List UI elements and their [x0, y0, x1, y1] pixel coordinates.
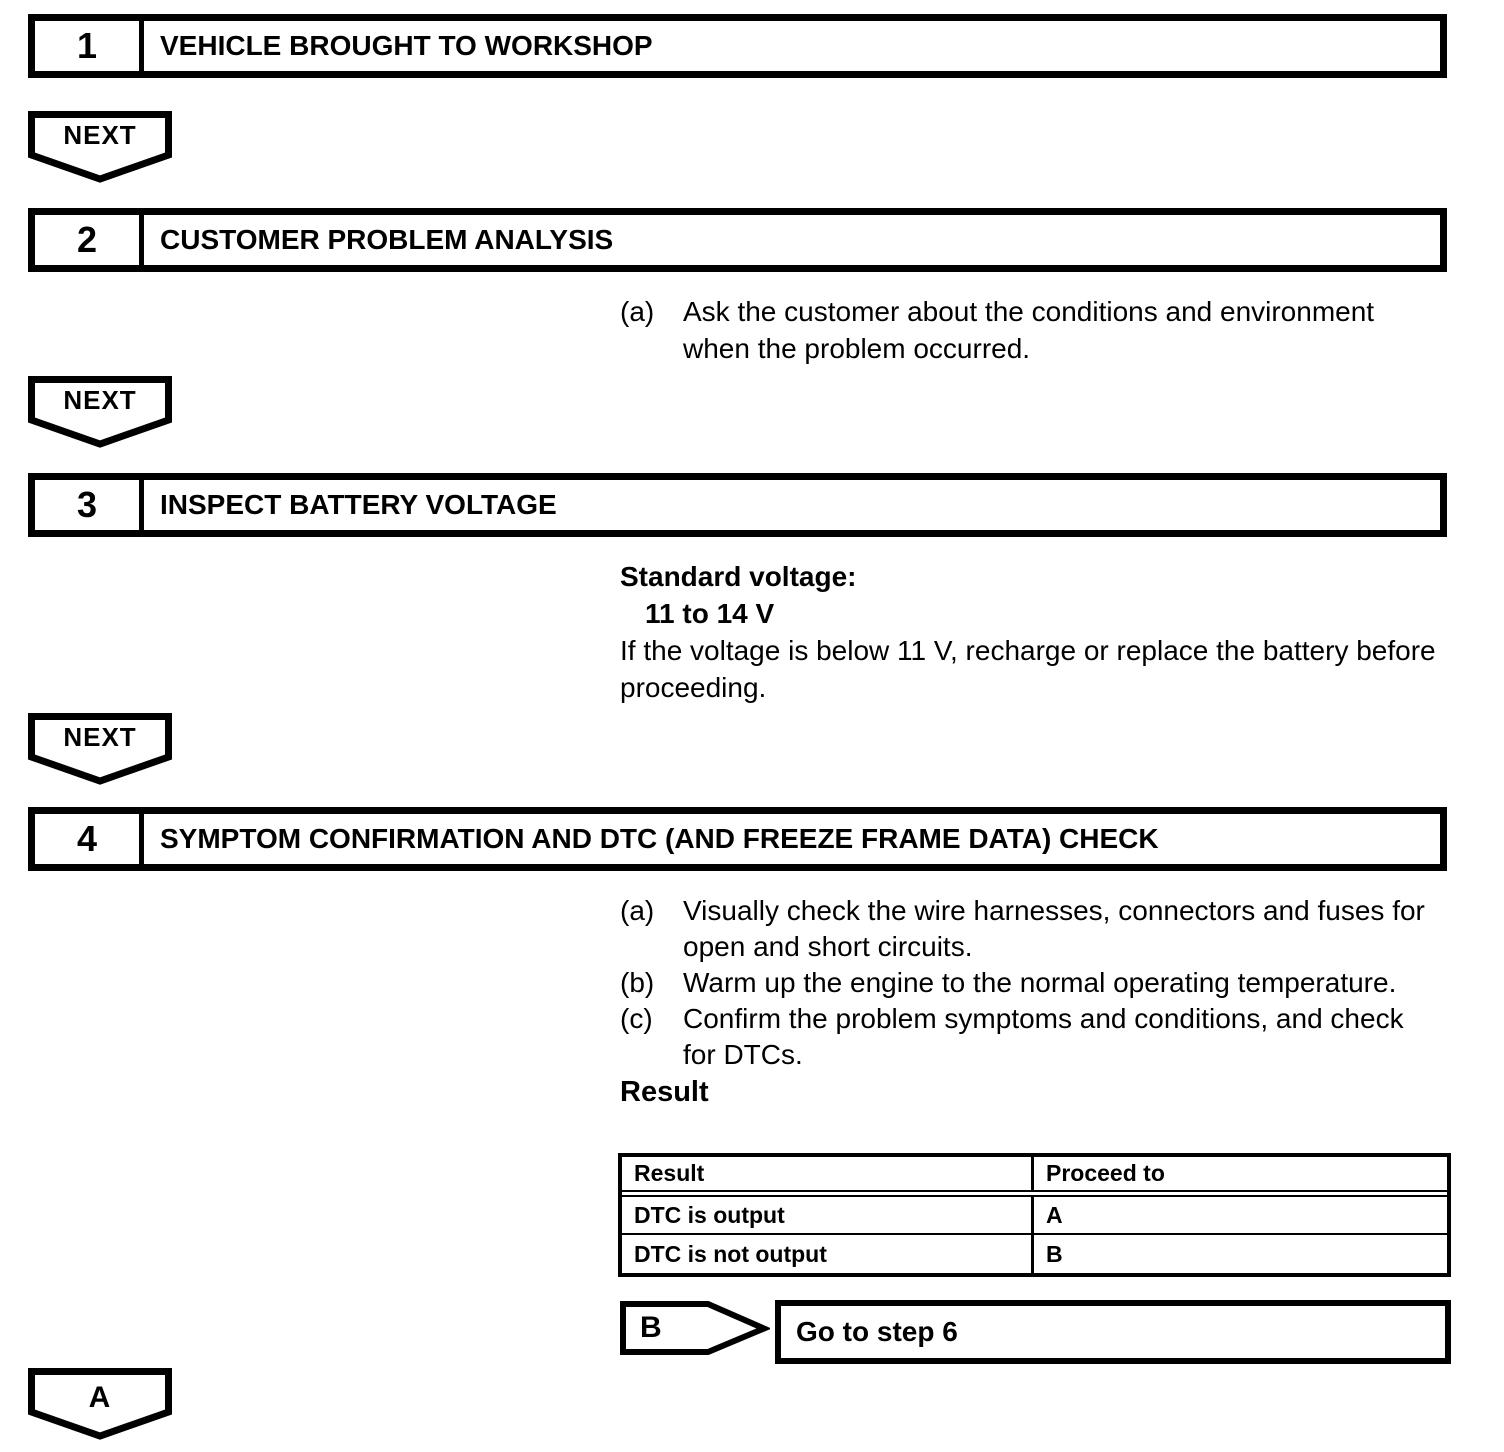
proceed-to-cell: B	[1046, 1240, 1063, 1267]
step-4-item-c-text: Confirm the problem symptoms and conditi…	[683, 1003, 1404, 1070]
result-table-header-result: Result	[622, 1157, 1034, 1190]
step-2-number: 2	[35, 215, 144, 265]
result-table: Result Proceed to DTC is output A DTC is…	[618, 1153, 1451, 1277]
step-4-item-a: (a) Visually check the wire harnesses, c…	[620, 893, 1440, 965]
branch-b-connector: B	[620, 1301, 770, 1358]
branch-b-label: B	[640, 1311, 662, 1344]
step-4-item-c: (c) Confirm the problem symptoms and con…	[620, 1001, 1440, 1073]
next-connector-2: NEXT	[28, 376, 172, 448]
step-2-item-a-label: (a)	[620, 296, 655, 327]
branch-a-label: A	[88, 1381, 112, 1414]
step-1-title: VEHICLE BROUGHT TO WORKSHOP	[160, 30, 653, 61]
step-3-title: INSPECT BATTERY VOLTAGE	[160, 489, 557, 520]
step-4-item-a-text: Visually check the wire harnesses, conne…	[683, 895, 1425, 962]
result-table-row-dtc-output: DTC is output A	[622, 1197, 1447, 1235]
step-4-body: (a) Visually check the wire harnesses, c…	[620, 893, 1440, 1110]
result-table-row-dtc-not-output: DTC is not output B	[622, 1235, 1447, 1273]
result-cell: DTC is not output	[622, 1235, 1034, 1273]
step-4-item-a-label: (a)	[620, 895, 655, 926]
step-3-spec-value: 11 to 14 V	[645, 598, 775, 629]
step-3-spec-label: Standard voltage:	[620, 561, 857, 592]
step-4-title: SYMPTOM CONFIRMATION AND DTC (AND FREEZE…	[160, 823, 1159, 854]
result-cell: DTC is output	[622, 1197, 1034, 1233]
step-2-item-a: (a) Ask the customer about the condition…	[620, 293, 1440, 367]
goto-step-6-box: Go to step 6	[775, 1300, 1451, 1364]
next-connector-2-label: NEXT	[63, 385, 137, 415]
step-4-item-b-label: (b)	[620, 967, 655, 998]
step-3-note: If the voltage is below 11 V, recharge o…	[620, 635, 1436, 703]
step-4-number: 4	[35, 814, 144, 864]
step-2-title: CUSTOMER PROBLEM ANALYSIS	[160, 224, 614, 255]
next-connector-3: NEXT	[28, 713, 172, 785]
step-3-box: 3 INSPECT BATTERY VOLTAGE	[28, 473, 1447, 537]
result-heading: Result	[620, 1076, 709, 1108]
next-connector-1-label: NEXT	[63, 120, 137, 150]
step-2-body: (a) Ask the customer about the condition…	[620, 293, 1440, 367]
step-4-box: 4 SYMPTOM CONFIRMATION AND DTC (AND FREE…	[28, 807, 1447, 871]
next-connector-1: NEXT	[28, 111, 172, 183]
step-4-item-b-text: Warm up the engine to the normal operati…	[683, 967, 1397, 998]
step-2-item-a-text: Ask the customer about the conditions an…	[683, 296, 1375, 364]
next-connector-3-label: NEXT	[63, 722, 137, 752]
step-1-number: 1	[35, 21, 144, 71]
step-4-item-b: (b) Warm up the engine to the normal ope…	[620, 965, 1440, 1001]
branch-a-connector: A	[28, 1368, 172, 1440]
step-2-box: 2 CUSTOMER PROBLEM ANALYSIS	[28, 208, 1447, 272]
step-4-item-c-label: (c)	[620, 1003, 653, 1034]
step-1-box: 1 VEHICLE BROUGHT TO WORKSHOP	[28, 14, 1447, 78]
proceed-to-cell: A	[1046, 1201, 1063, 1228]
result-table-header-proceed-to: Proceed to	[1046, 1160, 1165, 1186]
step-3-number: 3	[35, 480, 144, 530]
result-table-header-row: Result Proceed to	[622, 1157, 1447, 1197]
step-3-body: Standard voltage: 11 to 14 V If the volt…	[620, 558, 1440, 706]
